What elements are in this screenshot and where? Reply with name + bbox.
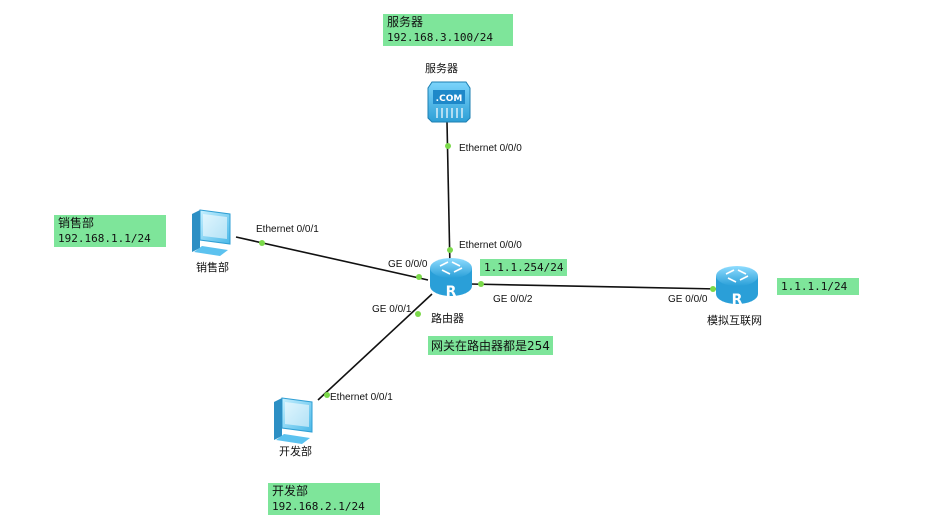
server-label-ip: 192.168.3.100/24 [387, 31, 493, 44]
port-dot-router-left[interactable] [416, 274, 422, 280]
router-letter: R [446, 284, 457, 300]
port-dot-router-right[interactable] [478, 281, 484, 287]
port-label-router-ge001: GE 0/0/1 [372, 304, 412, 315]
sales-pc-name: 销售部 [196, 261, 229, 274]
port-dot-router-top[interactable] [447, 247, 453, 253]
port-dot-router-bottom[interactable] [415, 311, 421, 317]
sales-pc-device[interactable] [192, 209, 231, 256]
server-screen-text: .COM [436, 94, 463, 104]
dev-label-title: 开发部 [272, 484, 309, 498]
port-dot-server[interactable] [445, 143, 451, 149]
internet-router-letter: R [732, 292, 743, 308]
router-name: 路由器 [431, 312, 464, 325]
sales-label-title: 销售部 [58, 216, 95, 230]
link-router-internet [469, 283, 719, 290]
dev-ip-label: 开发部 192.168.2.1/24 [268, 483, 380, 515]
link-sales-router [235, 236, 429, 281]
port-label-internet-ge000: GE 0/0/0 [668, 294, 708, 305]
port-label-sales-eth: Ethernet 0/0/1 [256, 224, 319, 235]
port-label-router-ge000: GE 0/0/0 [388, 259, 428, 270]
sales-label-ip: 192.168.1.1/24 [58, 232, 151, 245]
dev-label-ip: 192.168.2.1/24 [272, 500, 365, 513]
port-label-router-ge002: GE 0/0/2 [493, 294, 533, 305]
dev-pc-device[interactable] [274, 397, 313, 444]
dev-pc-name: 开发部 [279, 445, 312, 458]
server-device[interactable]: .COM [427, 81, 471, 123]
server-ip-label: 服务器 192.168.3.100/24 [383, 14, 513, 46]
server-label-title: 服务器 [387, 15, 424, 29]
sales-ip-label: 销售部 192.168.1.1/24 [54, 215, 166, 247]
port-label-server-eth: Ethernet 0/0/0 [459, 143, 522, 154]
gateway-note: 网关在路由器都是254 [428, 336, 553, 355]
server-name: 服务器 [425, 62, 458, 75]
router-ip-label: 1.1.1.254/24 [480, 259, 568, 276]
port-dots [259, 143, 716, 398]
internet-router-device[interactable]: R [716, 266, 758, 308]
port-dot-sales[interactable] [259, 240, 265, 246]
internet-ip-label: 1.1.1.1/24 [777, 278, 859, 295]
router-device[interactable]: R [430, 258, 472, 300]
port-label-router-eth-top: Ethernet 0/0/0 [459, 240, 522, 251]
link-dev-router [317, 293, 433, 401]
port-dot-internet[interactable] [710, 286, 716, 292]
port-dot-dev[interactable] [324, 392, 330, 398]
port-label-dev-eth: Ethernet 0/0/1 [330, 392, 393, 403]
internet-router-name: 模拟互联网 [707, 314, 762, 327]
